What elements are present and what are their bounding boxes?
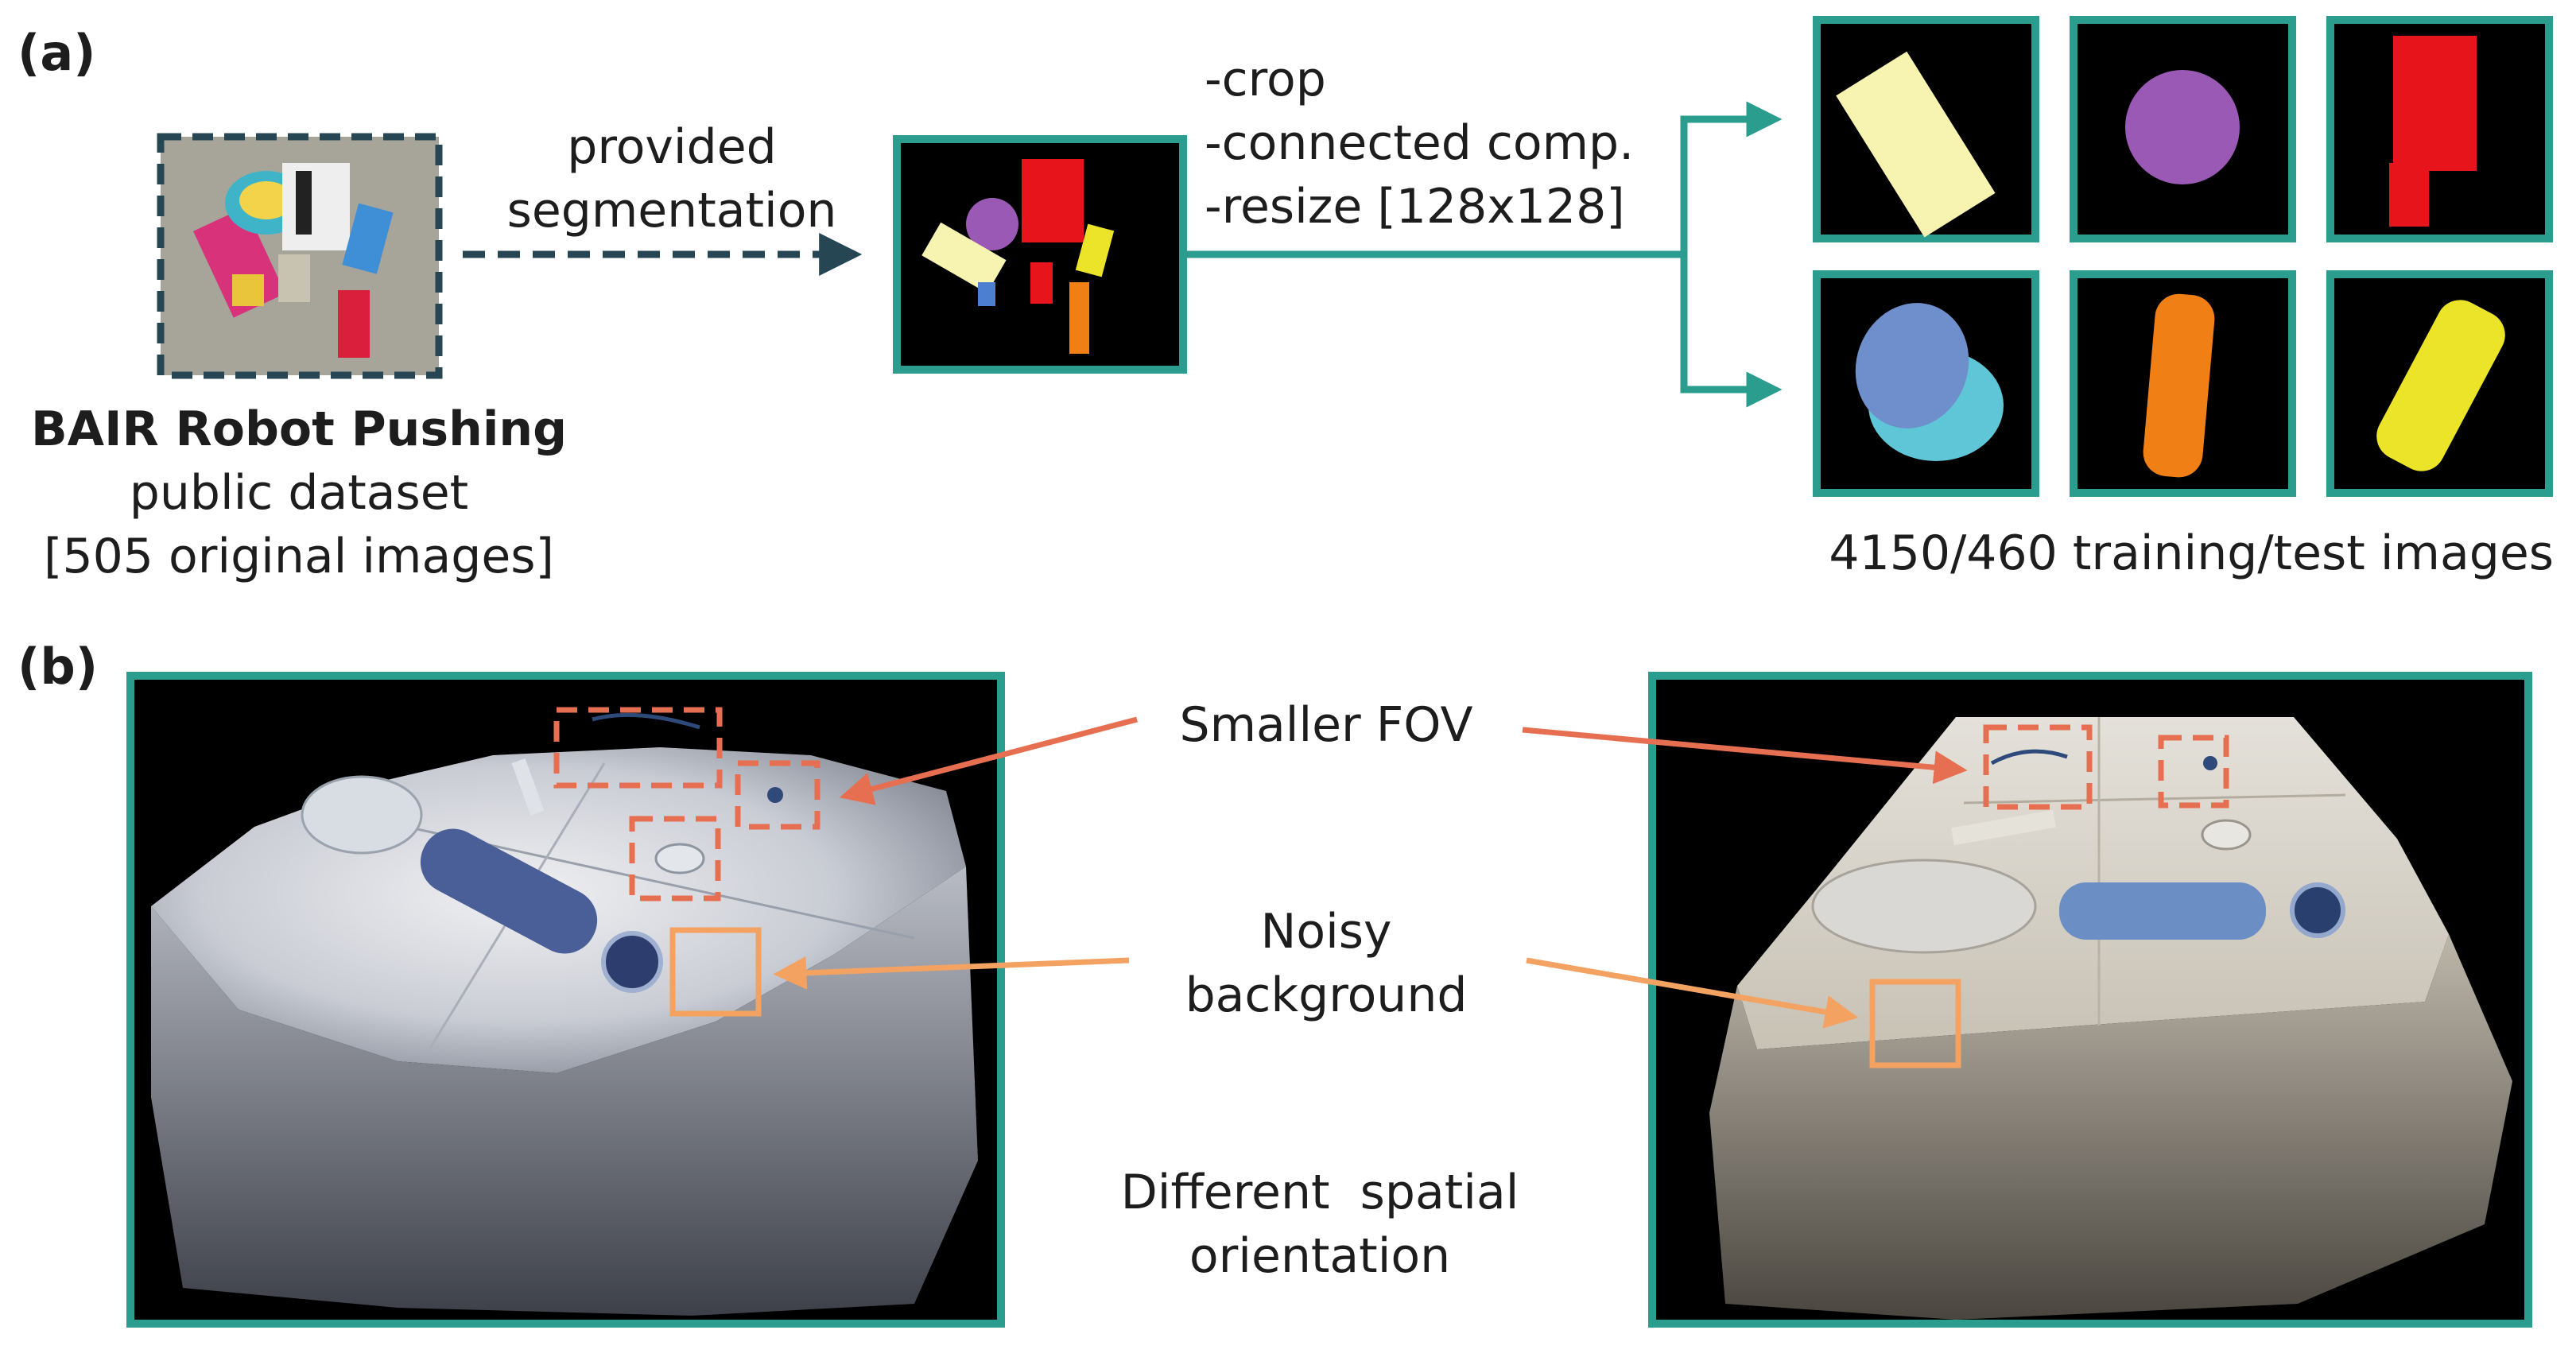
output-crops bbox=[1813, 16, 2553, 497]
segmentation-map bbox=[893, 135, 1187, 374]
dataset-subtitle: public dataset bbox=[130, 465, 468, 521]
branch-connector bbox=[1187, 101, 1783, 408]
panel-b-label: (b) bbox=[17, 638, 98, 696]
dataset-title: BAIR Robot Pushing bbox=[31, 401, 567, 457]
step-connected-components: -connected comp. bbox=[1205, 115, 1634, 171]
crop-3 bbox=[2326, 16, 2553, 242]
step-crop: -crop bbox=[1205, 52, 1326, 107]
arrow-label-line1: provided bbox=[567, 119, 776, 175]
fov-boxes bbox=[553, 707, 2229, 902]
panel-a-label: (a) bbox=[17, 24, 96, 82]
crop-6 bbox=[2326, 270, 2553, 497]
fov-arrow-right bbox=[1522, 727, 1968, 785]
crop-2 bbox=[2070, 16, 2296, 242]
step-resize: -resize [128x128] bbox=[1205, 179, 1625, 235]
noisy-annotation-line2: background bbox=[1185, 967, 1468, 1023]
crop-4 bbox=[1813, 270, 2039, 497]
noisy-annotation-line1: Noisy bbox=[1260, 904, 1391, 960]
arrow-label-line2: segmentation bbox=[507, 183, 837, 238]
fov-annotation: Smaller FOV bbox=[1179, 697, 1472, 753]
crop-5 bbox=[2070, 270, 2296, 497]
photo-left bbox=[126, 672, 1005, 1328]
photo-right bbox=[1648, 672, 2532, 1328]
bair-source-image bbox=[157, 133, 443, 379]
noise-arrow-right bbox=[1526, 957, 1859, 1029]
output-caption: 4150/460 training/test images bbox=[1829, 525, 2554, 581]
fov-arrow-left bbox=[839, 716, 1138, 805]
orientation-annotation-line1: Different spatial bbox=[1121, 1165, 1519, 1220]
noise-arrow-left bbox=[773, 956, 1130, 990]
dataset-count: [505 original images] bbox=[44, 529, 554, 584]
crop-1 bbox=[1813, 16, 2039, 242]
orientation-annotation-line2: orientation bbox=[1189, 1228, 1450, 1284]
noise-boxes bbox=[669, 927, 1961, 1068]
